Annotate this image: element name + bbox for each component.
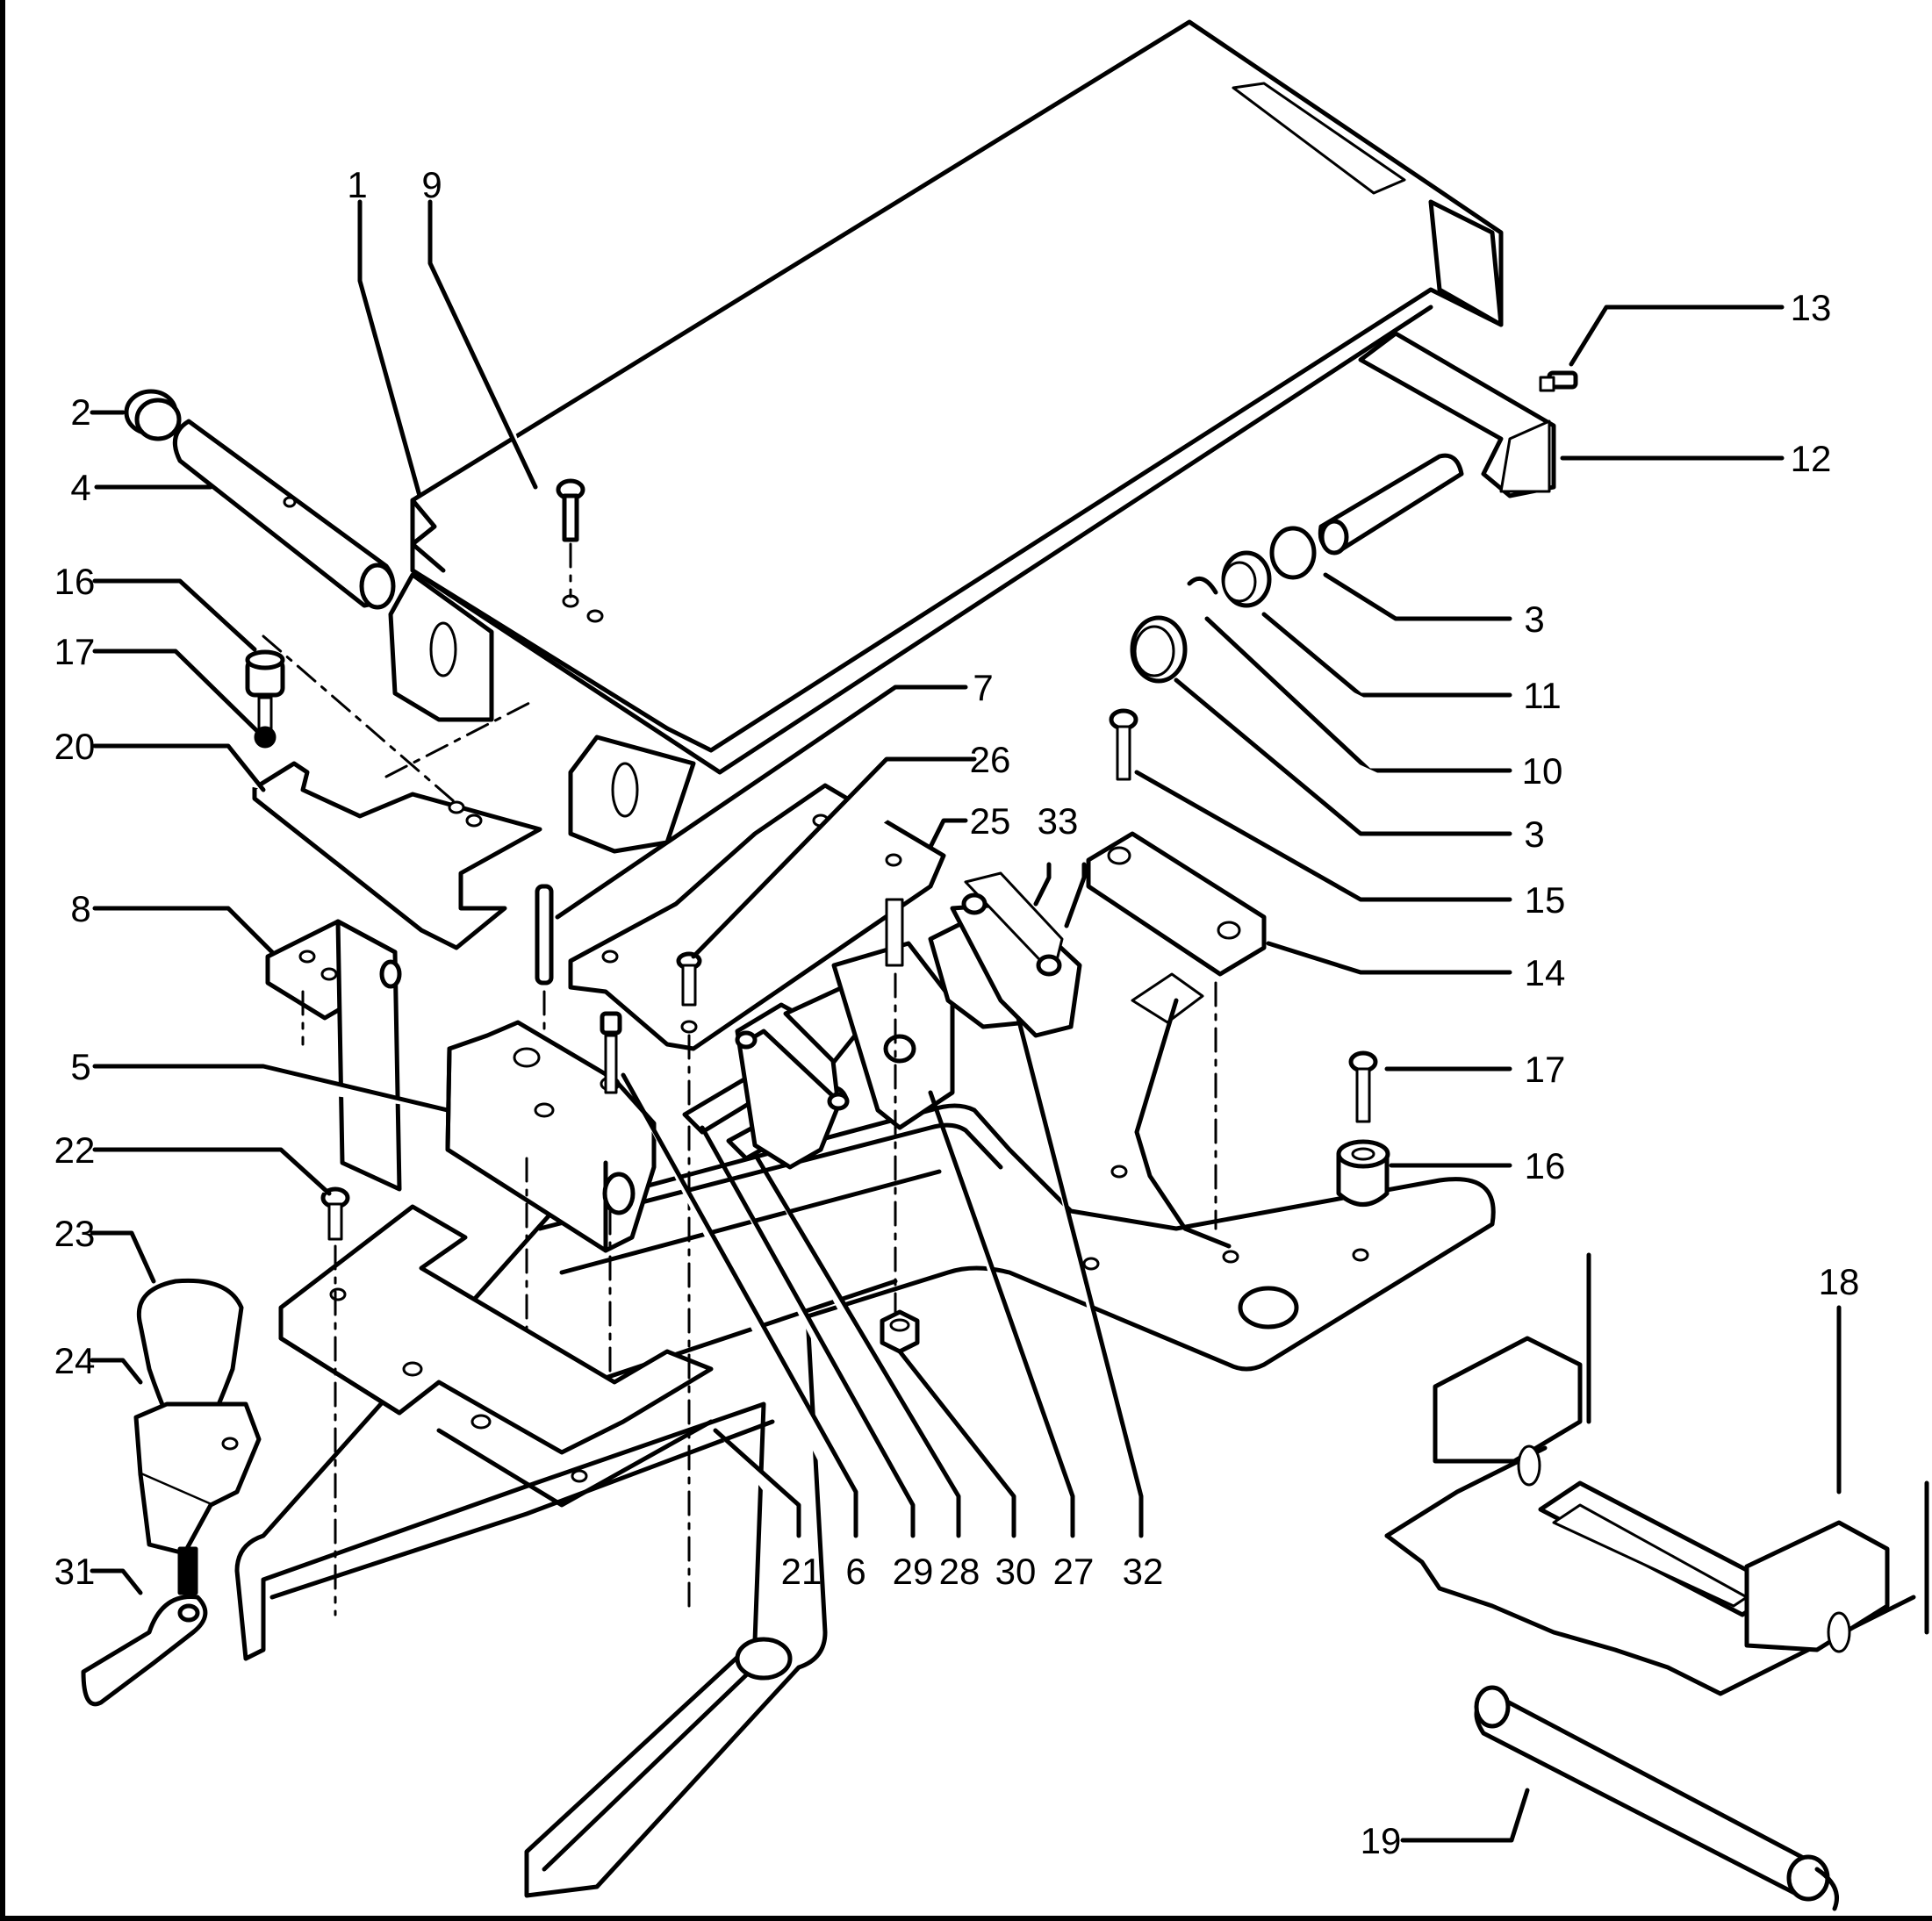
callout-27: 27: [1053, 1551, 1095, 1592]
callout-30: 30: [995, 1551, 1037, 1592]
rings-and-spring: [1130, 526, 1317, 684]
cable-lug-31: [81, 1595, 208, 1707]
callout-8: 8: [70, 888, 90, 929]
base-frame: [234, 1103, 1496, 1898]
callout-5: 5: [70, 1046, 90, 1087]
callout-23: 23: [54, 1213, 96, 1254]
clamp-assembly: [735, 871, 1082, 1170]
callout-3-upper: 3: [1524, 599, 1544, 640]
roller-19: [1474, 1685, 1839, 1911]
spacer-left: [245, 649, 285, 749]
callout-1: 1: [347, 164, 367, 205]
callout-18: 18: [1819, 1261, 1860, 1302]
bushing: [124, 389, 182, 441]
callout-7: 7: [973, 667, 993, 708]
callout-9: 9: [421, 164, 442, 205]
callout-32: 32: [1123, 1551, 1164, 1592]
callout-15: 15: [1525, 879, 1566, 921]
callout-17-right: 17: [1525, 1049, 1566, 1090]
callout-3-lower: 3: [1524, 814, 1544, 855]
callout-4: 4: [70, 467, 90, 508]
plate-20: [252, 634, 542, 950]
callout-19: 19: [1361, 1820, 1402, 1861]
screw-30: [880, 898, 920, 1354]
bracket-8: [265, 919, 402, 1192]
plate-14: [1086, 831, 1267, 1230]
screw-26: [676, 951, 702, 1616]
callout-6: 6: [845, 1551, 865, 1592]
pedal-plate: [388, 19, 1504, 854]
callout-22: 22: [54, 1129, 96, 1171]
callout-21: 21: [781, 1551, 822, 1592]
callout-16-left: 16: [54, 561, 96, 602]
callout-11: 11: [1523, 675, 1562, 716]
callout-14: 14: [1525, 952, 1566, 993]
callout-31: 31: [54, 1551, 96, 1592]
screw-15: [1109, 708, 1138, 781]
callout-25: 25: [970, 800, 1011, 842]
screw-9: [556, 478, 585, 599]
callout-28: 28: [939, 1551, 980, 1592]
switch-23: [133, 1278, 262, 1595]
spacer-right: [1336, 1050, 1390, 1207]
callout-24: 24: [54, 1340, 96, 1381]
actuator-12: [1318, 331, 1556, 556]
block-5: [445, 1020, 657, 1388]
pivot-pin: [172, 419, 396, 610]
fitting-13: [1539, 370, 1578, 392]
callout-2: 2: [70, 391, 90, 433]
callout-10: 10: [1522, 750, 1563, 792]
plate-21: [278, 1204, 714, 1508]
callout-16-right: 16: [1525, 1145, 1566, 1186]
callout-17-left: 17: [54, 631, 96, 672]
leader-lines: [90, 199, 1842, 1843]
base-slot-bracket: [1110, 972, 1369, 1264]
callout-13: 13: [1791, 287, 1832, 328]
callout-20: 20: [54, 726, 96, 767]
callout-labels: 1 9 2 4 16 17 20 8 5 22 23 24 31 13 12 3…: [54, 164, 1860, 1861]
rail-inset-18: [1384, 1252, 1929, 1696]
callout-12: 12: [1791, 438, 1832, 479]
callout-29: 29: [893, 1551, 934, 1592]
screw-6: [600, 1011, 622, 1094]
callout-33: 33: [1038, 800, 1079, 842]
callout-26: 26: [970, 739, 1011, 780]
